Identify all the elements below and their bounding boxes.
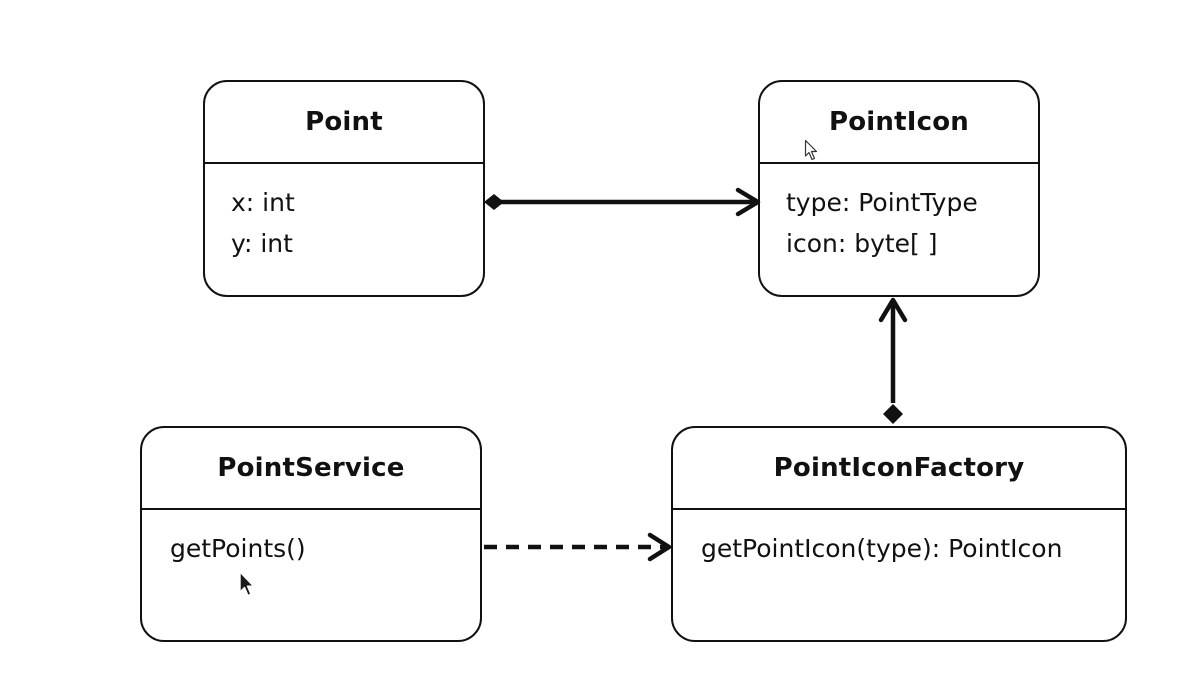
attribute: type: PointType (786, 188, 978, 217)
attribute: icon: byte[ ] (786, 229, 938, 258)
class-point[interactable]: Point x: int y: int (203, 80, 485, 297)
open-arrowhead-icon (735, 187, 761, 217)
hollow-pointer-cursor-icon (804, 139, 818, 161)
class-name: PointIconFactory (673, 428, 1125, 510)
class-name: PointIcon (760, 82, 1038, 164)
filled-pointer-cursor-icon (239, 571, 255, 597)
class-point-service[interactable]: PointService getPoints() (140, 426, 482, 642)
class-members: getPointIcon(type): PointIcon (673, 510, 1125, 569)
class-name: PointService (142, 428, 480, 510)
class-name: Point (205, 82, 483, 164)
method: getPointIcon(type): PointIcon (701, 534, 1063, 563)
class-point-icon-factory[interactable]: PointIconFactory getPointIcon(type): Poi… (671, 426, 1127, 642)
composition-diamond-icon (484, 194, 504, 210)
class-point-icon[interactable]: PointIcon type: PointType icon: byte[ ] (758, 80, 1040, 297)
composition-factory-to-point-icon (878, 297, 908, 424)
class-members: x: int y: int (205, 164, 483, 264)
dependency-service-to-factory (484, 532, 672, 562)
attribute: y: int (231, 229, 293, 258)
class-members: getPoints() (142, 510, 480, 569)
class-members: type: PointType icon: byte[ ] (760, 164, 1038, 264)
open-arrowhead-icon (647, 532, 672, 562)
composition-point-to-point-icon (484, 187, 761, 217)
open-arrowhead-icon (878, 297, 908, 323)
method: getPoints() (170, 534, 306, 563)
attribute: x: int (231, 188, 295, 217)
composition-diamond-icon (883, 404, 903, 424)
